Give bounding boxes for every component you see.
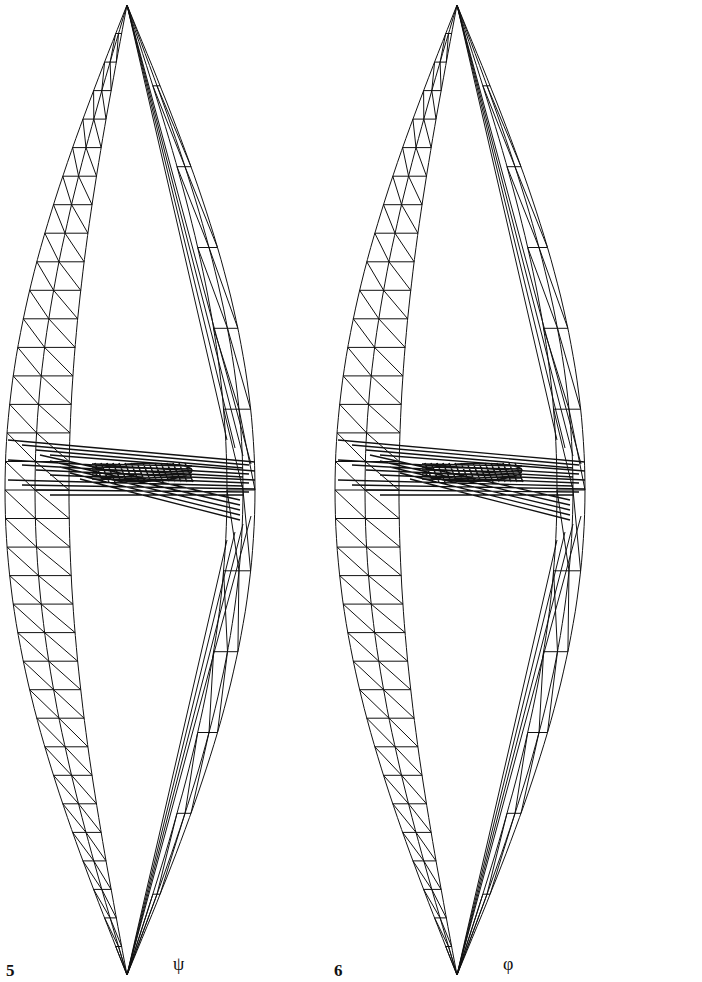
dense-cluster [92, 463, 193, 482]
ray-bundle [8, 440, 255, 520]
dense-cluster [422, 463, 523, 482]
ray-bundle [338, 440, 585, 520]
angle-symbol: φ [503, 955, 513, 973]
right-mesh-band [457, 5, 585, 975]
angle-symbol: ψ [173, 955, 184, 973]
figure-number: 6 [334, 962, 343, 979]
figure-number: 5 [6, 962, 15, 979]
right-mesh-band [127, 5, 255, 975]
